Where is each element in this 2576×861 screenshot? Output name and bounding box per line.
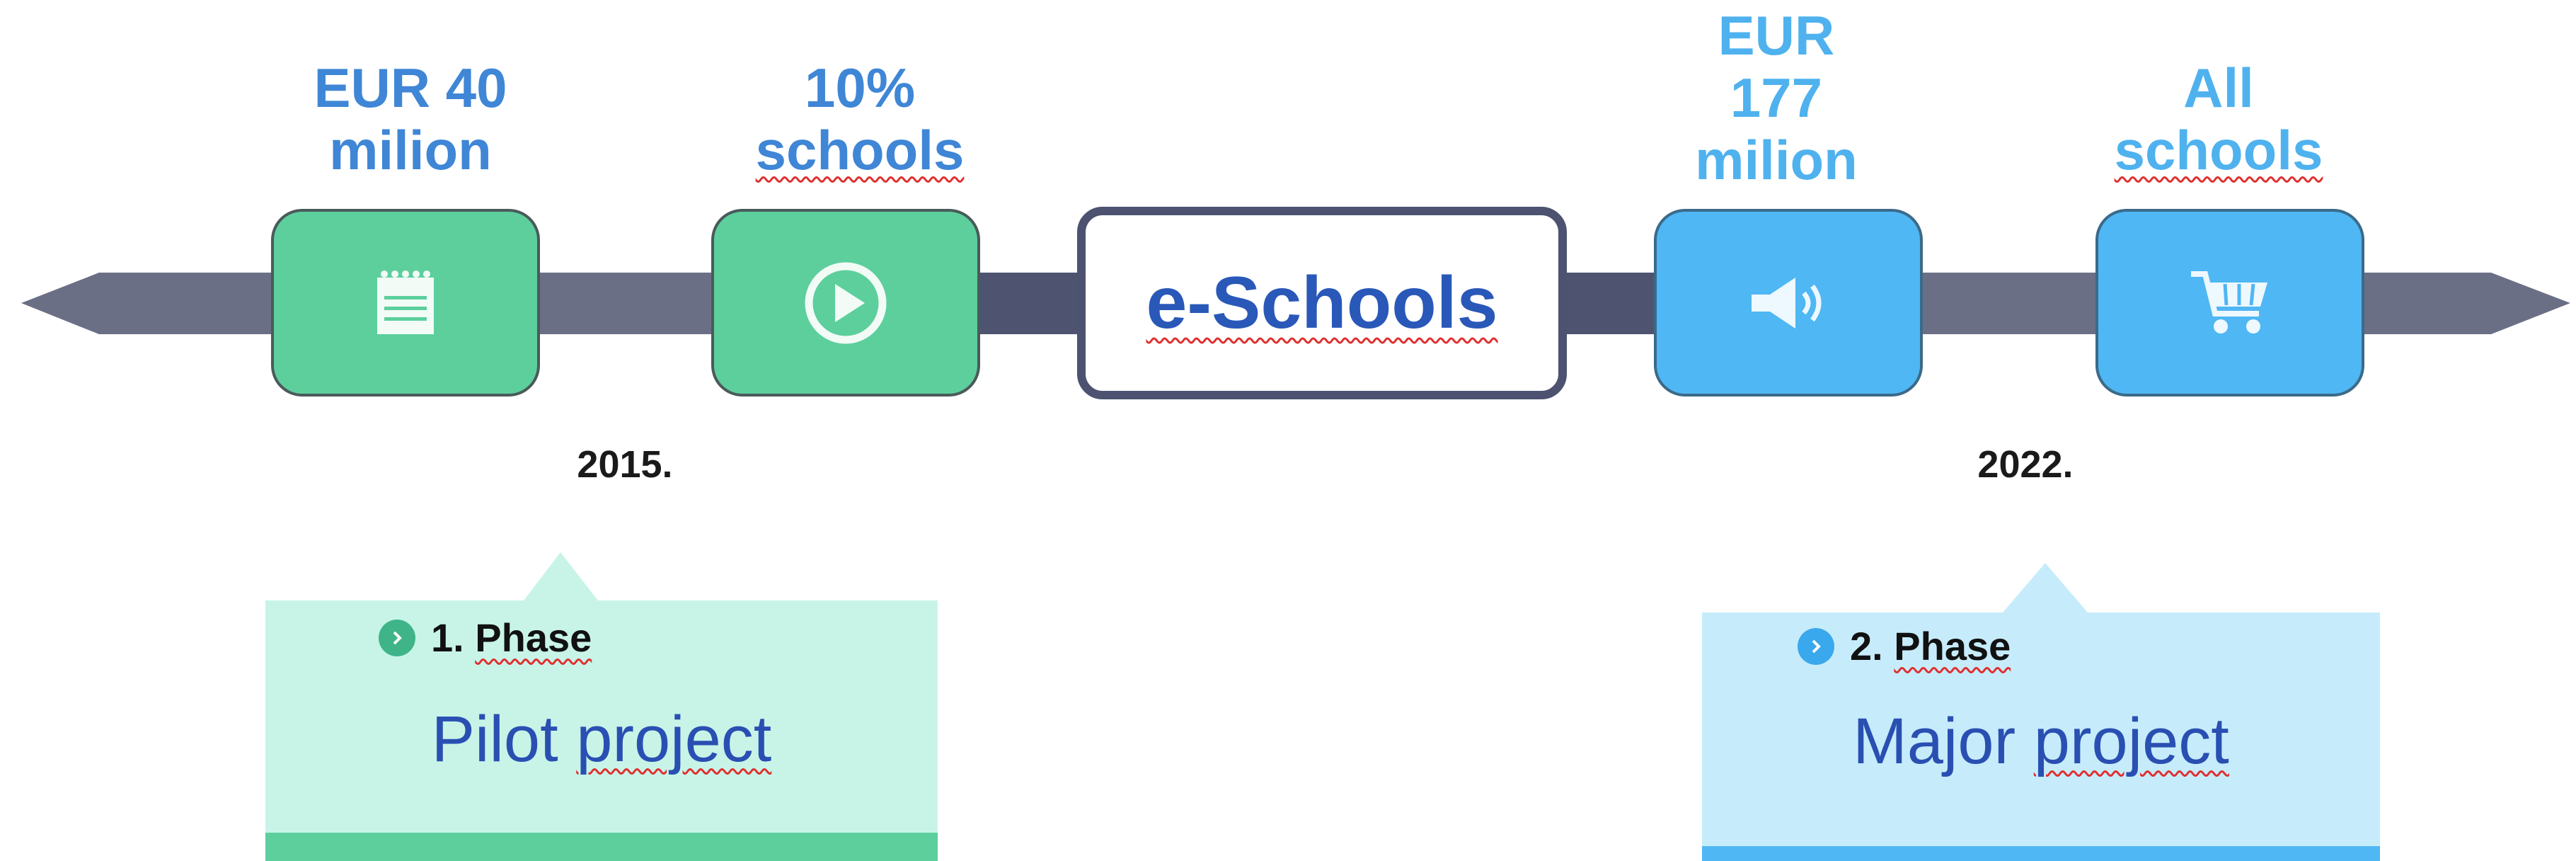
speaker-tile	[1654, 209, 1923, 397]
phase2-budget-label: EUR 177 milion	[1695, 4, 1858, 191]
center-title: e-Schools	[1146, 261, 1498, 344]
start-year-label: 2015.	[577, 443, 673, 486]
notepad-icon	[377, 270, 434, 334]
phase2-title: Major project	[1853, 705, 2229, 777]
cart-tile	[2095, 209, 2364, 397]
phase2-card-shape	[1702, 563, 2380, 861]
chevron-right-icon	[379, 619, 415, 656]
phase1-card: 1. Phase Pilot project	[265, 552, 938, 861]
phase1-card-shape	[265, 552, 938, 861]
phase1-title: Pilot project	[431, 703, 772, 775]
phase2-heading: 2. Phase	[1798, 623, 2011, 669]
center-title-box: e-Schools	[1077, 207, 1567, 399]
phase1-coverage-label: 10% schools	[755, 57, 965, 181]
end-year-label: 2022.	[1977, 443, 2074, 486]
chevron-right-icon	[1798, 627, 1834, 665]
play-icon	[805, 262, 887, 343]
phase2-card: 2. Phase Major project	[1702, 563, 2380, 861]
shopping-cart-icon	[2191, 270, 2267, 333]
speaker-icon	[1752, 277, 1822, 329]
phase2-coverage-label: All schools	[2114, 57, 2323, 181]
notepad-tile	[271, 209, 540, 397]
play-tile	[711, 209, 980, 397]
phase1-budget-label: EUR 40 milion	[314, 57, 507, 181]
phase1-heading: 1. Phase	[379, 615, 592, 661]
